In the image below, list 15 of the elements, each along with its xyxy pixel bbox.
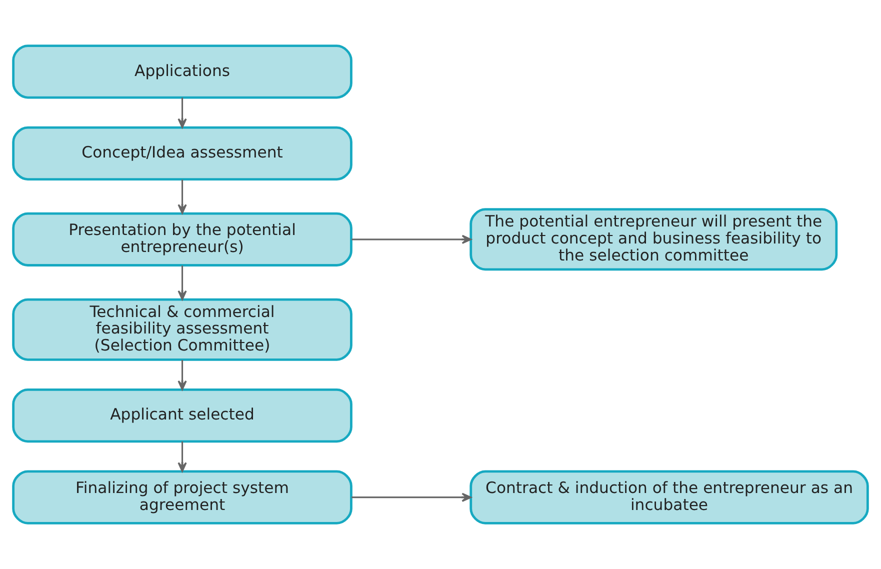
arrow — [352, 234, 472, 244]
arrow — [178, 180, 187, 214]
arrow — [178, 98, 187, 128]
arrow — [178, 266, 187, 300]
node-box: Presentation by the potential entrepreneur(s) — [12, 212, 352, 266]
node-box: Technical & commercial feasibility assessment (Selection Committee) — [12, 298, 352, 361]
node-box: Applicant selected — [12, 388, 352, 443]
arrow — [178, 441, 187, 472]
arrow — [178, 360, 187, 390]
node-box: Contract & induction of the entrepreneur as an incubatee — [470, 470, 869, 524]
arrow — [352, 492, 472, 502]
node-box: Finalizing of project system agreement — [12, 470, 352, 524]
node-box: The potential entrepreneur will present the product concept and business feasibility to the selection committee — [470, 208, 838, 271]
node-box: Concept/Idea assessment — [12, 126, 352, 180]
node-box: Applications — [12, 44, 352, 99]
